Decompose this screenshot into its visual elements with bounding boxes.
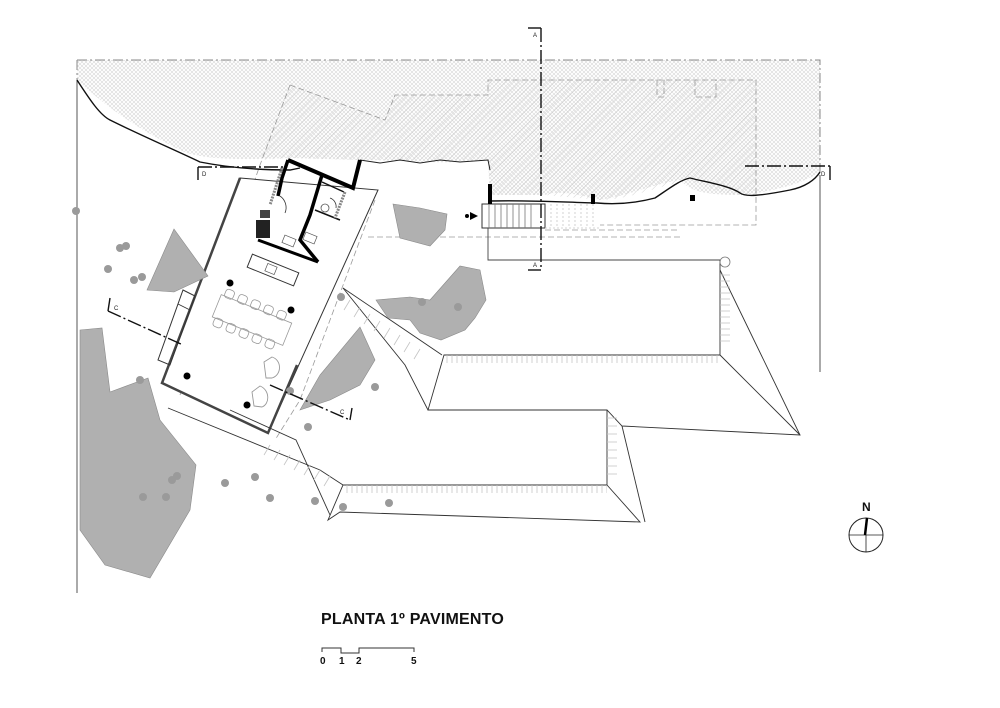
trees [72, 207, 462, 511]
svg-text:C: C [114, 306, 119, 312]
slope-hatches [263, 274, 730, 493]
entry-arrow-icon [470, 212, 478, 220]
terrain-contour [76, 79, 301, 171]
section-labels: A A D D C C [114, 33, 826, 416]
scale-bar [321, 647, 415, 654]
drawing-title: PLANTA 1º PAVIMENTO [321, 611, 504, 628]
terrain-contour-east [489, 171, 821, 205]
scale-tick-0: 0 [320, 656, 326, 667]
entry-stair [465, 184, 720, 261]
north-arrow-icon [848, 517, 884, 553]
site-boundary [76, 59, 821, 172]
scale-tick-1: 1 [339, 656, 345, 667]
svg-text:D: D [821, 172, 826, 178]
property-lines [76, 80, 821, 593]
terrain-hatch [77, 60, 820, 200]
north-label: N [862, 500, 871, 514]
svg-text:A: A [533, 263, 537, 269]
retaining-wall-edge [359, 159, 491, 171]
svg-text:D: D [202, 172, 207, 178]
rocks [79, 203, 487, 579]
svg-text:A: A [533, 33, 537, 39]
svg-text:C: C [340, 410, 345, 416]
house [157, 158, 379, 435]
scale-tick-2: 2 [356, 656, 362, 667]
scale-tick-5: 5 [411, 656, 417, 667]
section-lines [107, 27, 831, 421]
